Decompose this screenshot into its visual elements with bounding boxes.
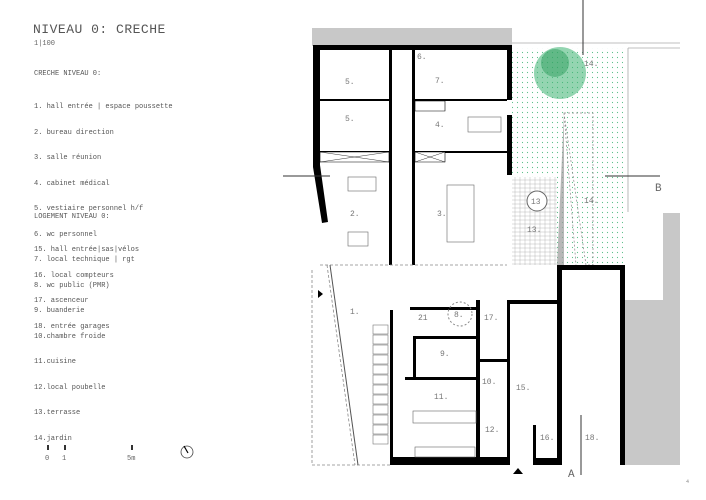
list-item: 13.terrasse — [34, 409, 81, 417]
room-label: 12. — [485, 426, 499, 435]
list-item: 17. ascenceur — [34, 297, 89, 305]
room-label: 1. — [350, 308, 360, 317]
creche-room-list: 1. hall entrée | espace poussette 2. bur… — [34, 86, 173, 452]
section-mark-b: B — [655, 183, 662, 195]
entrance-arrow-icon — [318, 290, 323, 298]
neighbor-building — [663, 213, 680, 303]
scalebar-label: 0 — [45, 455, 50, 463]
room-label: 13 — [531, 198, 541, 207]
room-label: 2. — [350, 210, 360, 219]
list-item: 5. vestiaire personnel h/f — [34, 205, 144, 213]
logement-room-list: 15. hall entrée|sas|vélos 16. local comp… — [34, 229, 139, 340]
list-item: 6. wc personnel — [34, 230, 98, 239]
room-label: 21 — [418, 314, 428, 323]
entrance-arrow-icon — [513, 468, 523, 474]
list-item: 8. wc public (PMR) — [34, 281, 110, 290]
scalebar-tick — [131, 445, 133, 450]
room-label: 7. — [435, 77, 445, 86]
room-label: 14. — [584, 197, 598, 206]
room-label: 8. — [454, 311, 464, 320]
walls — [313, 45, 625, 465]
list-item: 10.chambre froide — [34, 332, 106, 341]
neighbor-building — [312, 28, 512, 46]
list-item: 14.jardin — [34, 434, 72, 443]
room-labels: 1. 2. 3. 4. 5. 5. 6. 7. 8. 9. 10. 11. 12… — [345, 53, 599, 443]
list-item: 4. cabinet médical — [34, 179, 110, 188]
room-label: 15. — [516, 384, 530, 393]
north-arrow-icon — [180, 445, 194, 459]
room-label: 14. — [584, 60, 598, 69]
room-label: 16. — [540, 434, 554, 443]
room-label: 3. — [437, 210, 447, 219]
scalebar-label: 1 — [62, 455, 67, 463]
scale-ratio: 1|100 — [34, 40, 56, 48]
room-label: 17. — [484, 314, 498, 323]
room-label: 5. — [345, 78, 355, 87]
room-label: 18. — [585, 434, 599, 443]
scalebar-label: 5m — [127, 455, 136, 463]
stroller-parking — [372, 324, 389, 445]
page-title: NIVEAU 0: CRECHE — [33, 22, 166, 37]
list-item: 9. buanderie — [34, 307, 85, 315]
logement-heading: LOGEMENT NIVEAU 0: — [34, 213, 110, 221]
terrace-table — [526, 190, 548, 212]
section-mark-a: A — [568, 469, 575, 481]
list-item: 3. salle réunion — [34, 154, 102, 162]
terrace — [512, 177, 557, 265]
list-item: 7. local technique | rgt — [34, 256, 135, 264]
scalebar-tick — [64, 445, 66, 450]
room-label: 4. — [435, 121, 445, 130]
creche-heading: CRECHE NIVEAU 0: — [34, 70, 102, 78]
list-item: 1. hall entrée | espace poussette — [34, 103, 173, 111]
list-item: 12.local poubelle — [34, 383, 106, 392]
list-item: 11.cuisine — [34, 358, 77, 366]
neighbor-building — [623, 300, 680, 465]
room-label: 11. — [434, 393, 448, 402]
list-item: 18. entrée garages — [34, 322, 110, 331]
room-label: 13. — [527, 226, 541, 235]
list-item: 15. hall entrée|sas|vélos — [34, 246, 140, 254]
room-label: 9. — [440, 350, 450, 359]
scalebar-tick — [47, 445, 49, 450]
room-label: 5. — [345, 115, 355, 124]
room-label: 10. — [482, 378, 496, 387]
page-number: 4 — [686, 479, 690, 485]
room-label: 6. — [417, 53, 427, 62]
list-item: 2. bureau direction — [34, 128, 114, 137]
list-item: 16. local compteurs — [34, 271, 114, 280]
